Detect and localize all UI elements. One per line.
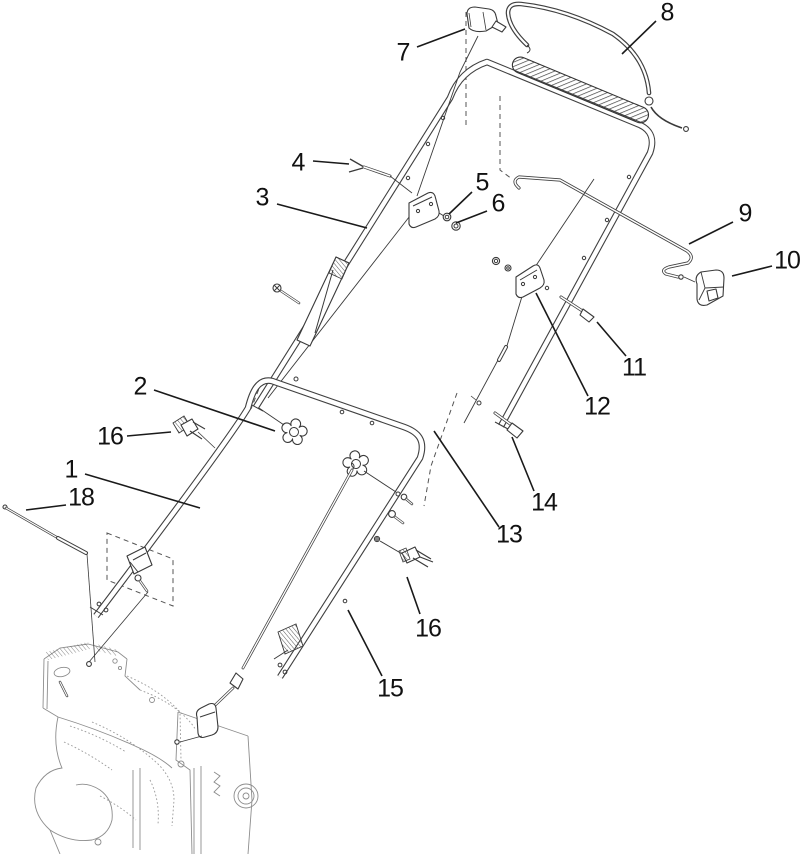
control-rod xyxy=(513,175,693,280)
upper-handle-tube xyxy=(249,58,656,430)
leader-line-16 xyxy=(406,576,421,615)
brake-rod xyxy=(174,462,355,745)
cable-fork-end xyxy=(267,35,479,399)
lower-handle-tube xyxy=(89,376,426,679)
leader-line-3 xyxy=(276,203,368,229)
part-callout-6-5: 6 xyxy=(491,189,506,218)
leader-line-10 xyxy=(731,265,773,277)
machine-body xyxy=(34,642,259,854)
part-callout-15-14: 15 xyxy=(377,674,404,703)
leader-line-12 xyxy=(535,292,589,397)
leader-line-6 xyxy=(455,210,488,224)
part-callout-12-11: 12 xyxy=(584,392,611,421)
leader-line-4 xyxy=(312,160,350,165)
leg-bracket xyxy=(88,546,153,663)
part-callout-4-3: 4 xyxy=(291,148,306,177)
leg-hardware xyxy=(373,491,434,568)
star-knob xyxy=(342,450,369,477)
leader-line-8 xyxy=(621,20,657,55)
cable-clamp-upper xyxy=(408,191,461,231)
leader-line-16 xyxy=(126,431,172,437)
cable-clamp-lower xyxy=(463,178,595,424)
part-callout-13-12: 13 xyxy=(496,520,523,549)
leader-lines xyxy=(25,20,773,677)
leader-line-2 xyxy=(153,389,276,432)
throttle-bracket xyxy=(683,269,725,306)
leader-line-15 xyxy=(347,609,383,677)
alignment-dashes xyxy=(106,12,513,607)
leader-line-5 xyxy=(448,191,473,215)
leader-line-13 xyxy=(433,430,500,528)
knob-links xyxy=(258,407,397,493)
handle-stop-bracket xyxy=(272,256,350,347)
cable-clip xyxy=(172,415,216,449)
part-callout-3-2: 3 xyxy=(255,183,270,212)
leader-line-7 xyxy=(416,28,466,48)
part-callout-14-13: 14 xyxy=(531,488,558,517)
part-callout-9-8: 9 xyxy=(738,199,753,228)
part-callout-5-4: 5 xyxy=(475,168,490,197)
part-callout-2-1: 2 xyxy=(133,372,148,401)
interlock-switch xyxy=(466,6,507,33)
bail-lever xyxy=(505,1,689,132)
part-callout-7-6: 7 xyxy=(396,38,411,67)
leader-line-18 xyxy=(25,504,67,511)
handle-grip xyxy=(511,56,650,124)
part-callout-10-9: 10 xyxy=(774,246,800,275)
part-callout-8-7: 8 xyxy=(660,0,675,27)
handle-screw xyxy=(470,395,524,439)
part-callout-16-15: 16 xyxy=(97,422,124,451)
part-callout-11-10: 11 xyxy=(622,353,647,382)
lift-rod xyxy=(2,504,96,667)
leader-line-9 xyxy=(688,221,734,245)
star-knob xyxy=(281,418,308,446)
part-callout-16-16: 16 xyxy=(415,614,442,643)
leader-line-11 xyxy=(596,321,627,357)
leader-line-14 xyxy=(511,436,535,492)
part-callout-1-0: 1 xyxy=(64,455,79,484)
part-callout-18-17: 18 xyxy=(68,483,95,512)
leader-line-1 xyxy=(84,473,201,509)
